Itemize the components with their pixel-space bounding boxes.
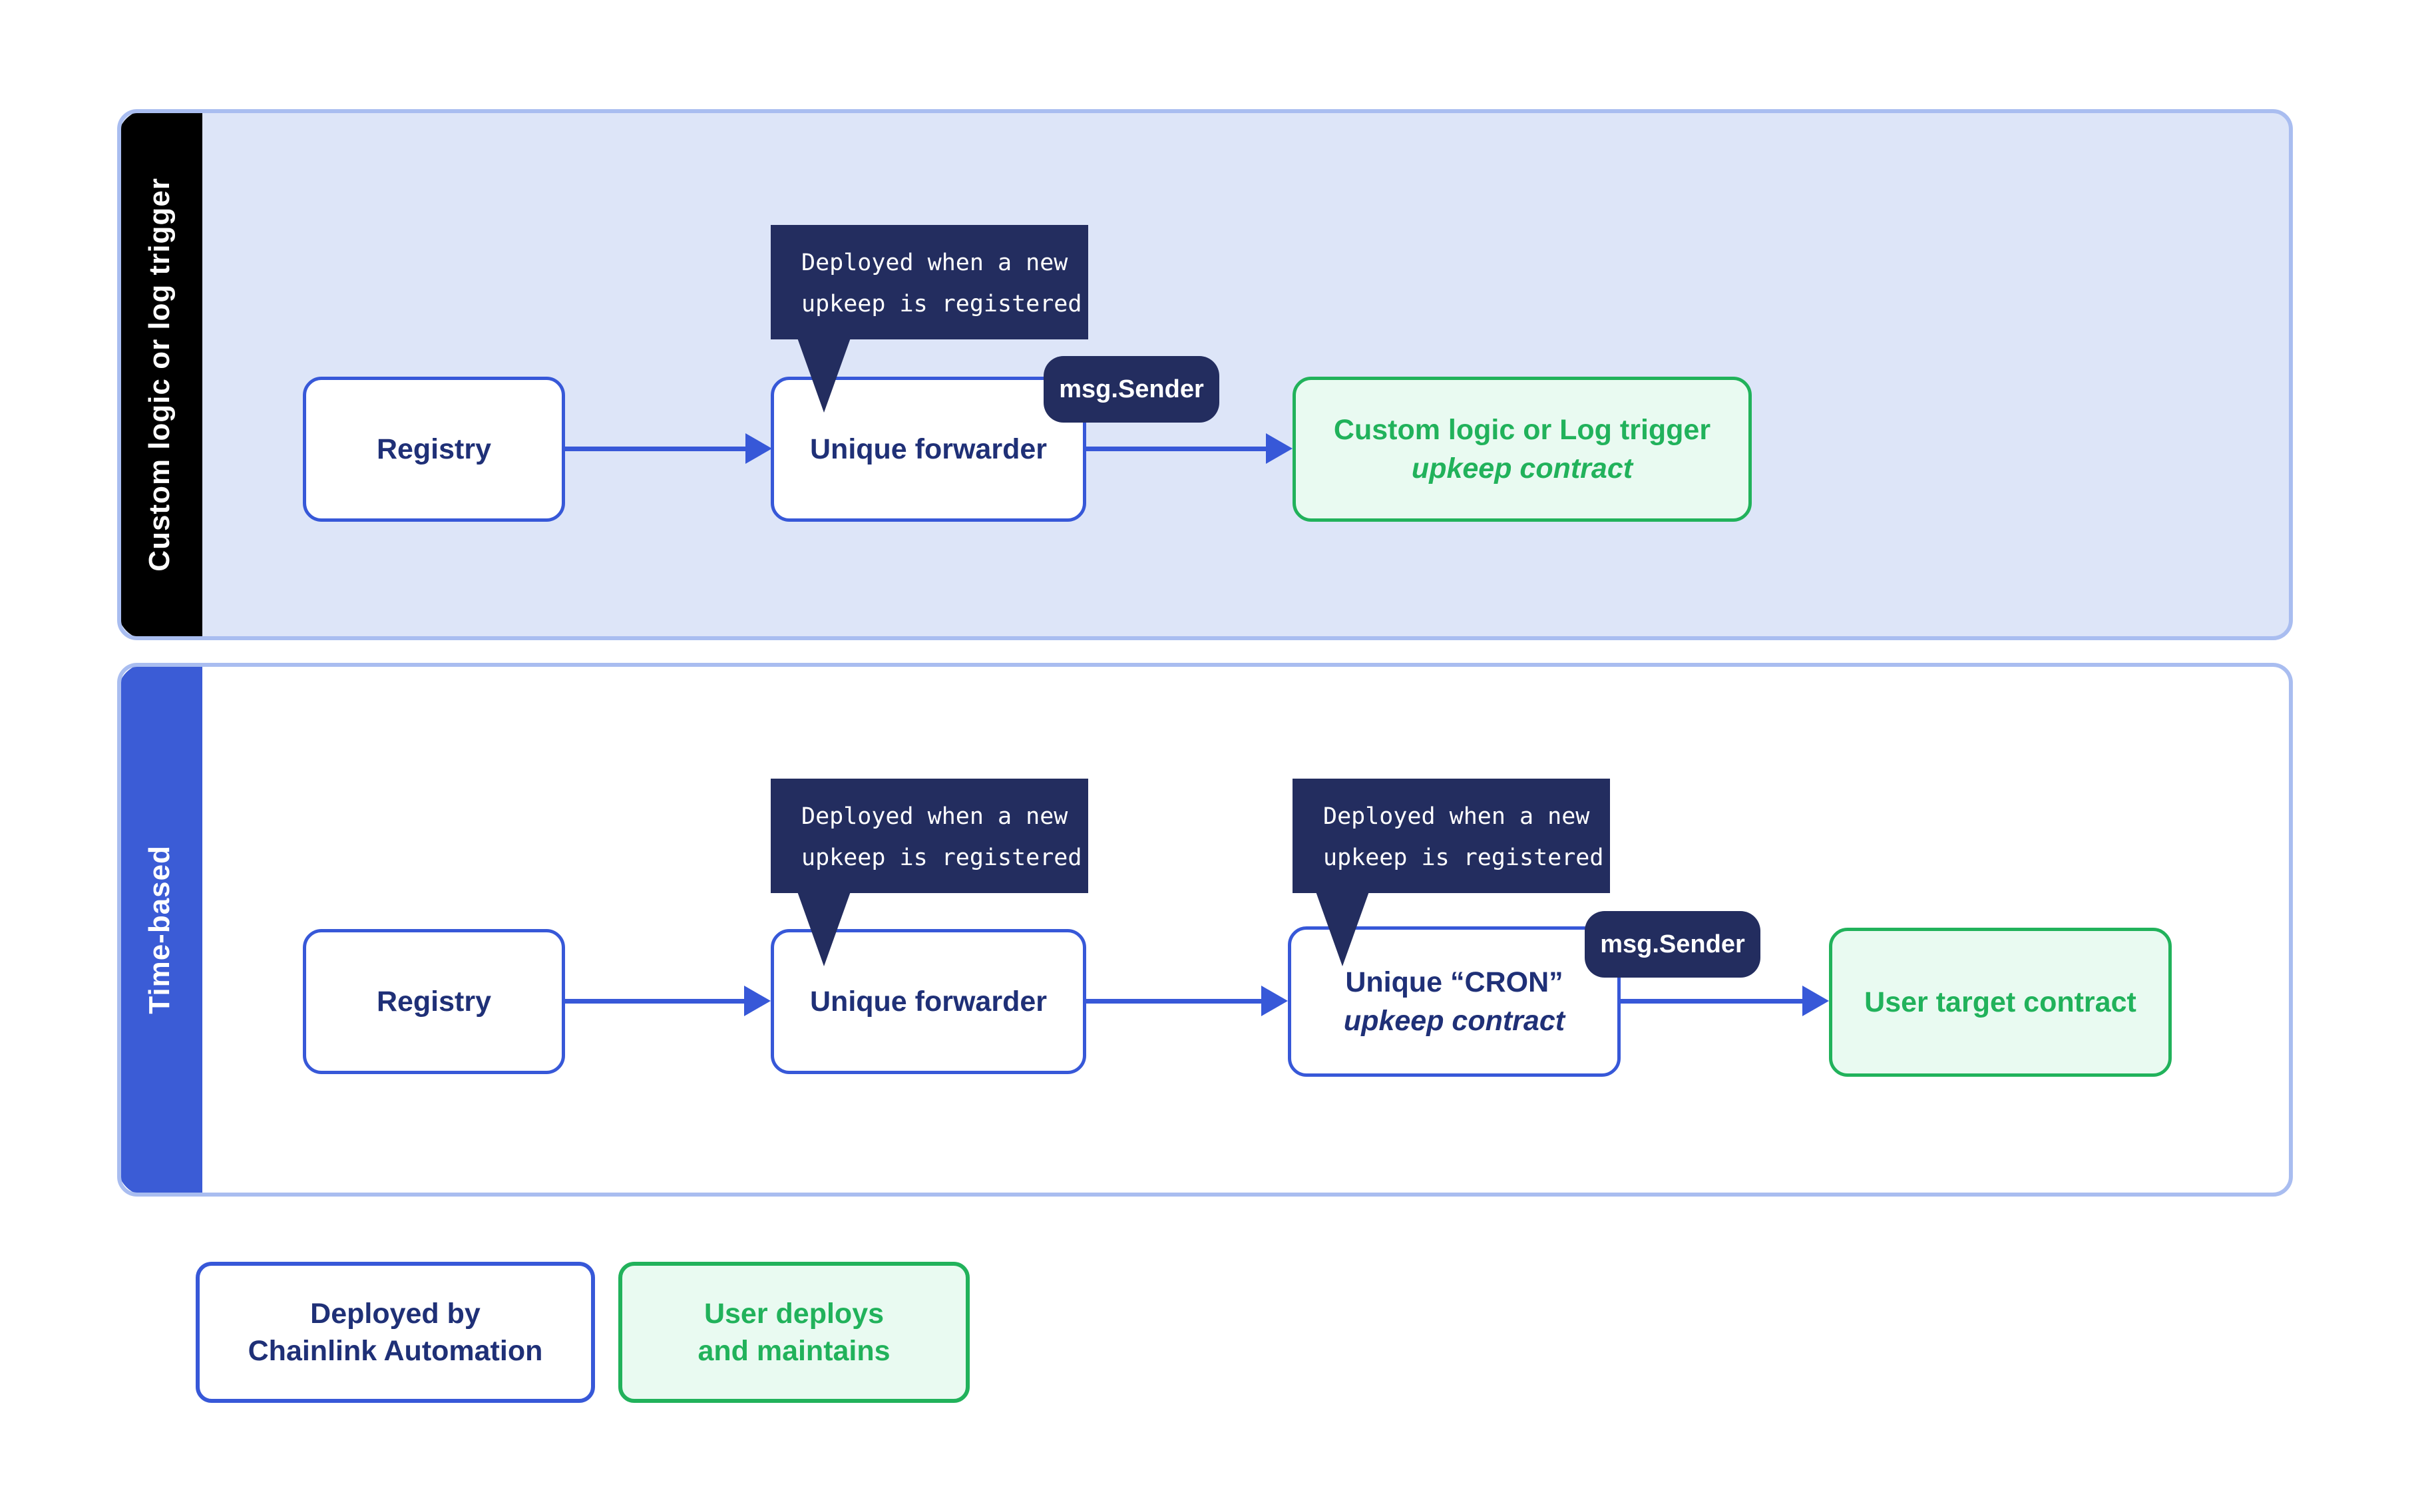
user-target-contract-box: User target contract — [1829, 928, 2172, 1077]
registry-box-custom: Registry — [303, 377, 565, 522]
arrow-head-icon — [1261, 986, 1288, 1016]
tooltip-line-1: Deployed when a new — [1323, 803, 1590, 830]
upkeep-contract-box-custom-line2: upkeep contract — [1411, 453, 1633, 484]
upkeep-contract-box-custom: Custom logic or Log trigger upkeep contr… — [1293, 377, 1752, 522]
lane-custom-logic-label: Custom logic or log trigger — [143, 178, 176, 572]
legend-deployed-by-chainlink: Deployed by Chainlink Automation — [196, 1262, 595, 1403]
lane-custom-logic-bar: Custom logic or log trigger — [121, 113, 202, 636]
tooltip-line-1: Deployed when a new — [801, 250, 1068, 276]
arrow-line — [1086, 446, 1266, 451]
cron-upkeep-box-line1: Unique “CRON” — [1345, 966, 1563, 998]
legend-user-deploys: User deploys and maintains — [618, 1262, 970, 1403]
cron-upkeep-box-time: Unique “CRON” upkeep contract — [1288, 926, 1621, 1077]
arrow-registry-to-forwarder-time — [565, 984, 771, 1018]
tooltip-line-2: upkeep is registered — [1323, 845, 1604, 871]
tooltip-line-2: upkeep is registered — [801, 291, 1082, 317]
legend-user-line2: and maintains — [698, 1335, 891, 1367]
tooltip-deployed-forwarder-time: Deployed when a new upkeep is registered — [771, 779, 1088, 893]
legend-user-line1: User deploys — [703, 1298, 885, 1330]
forwarder-box-custom-label: Unique forwarder — [810, 433, 1047, 465]
arrow-line — [565, 446, 745, 451]
legend-chainlink-line1: Deployed by — [310, 1298, 481, 1330]
arrow-forwarder-to-upkeep-custom — [1086, 431, 1293, 466]
registry-box-custom-label: Registry — [376, 433, 492, 465]
msg-sender-badge-time-label: msg.Sender — [1600, 930, 1745, 958]
lane-time-based-bar: Time-based — [121, 667, 202, 1193]
msg-sender-badge-custom: msg.Sender — [1044, 356, 1219, 423]
msg-sender-badge-time: msg.Sender — [1585, 911, 1760, 978]
forwarder-box-custom: Unique forwarder — [771, 377, 1086, 522]
arrow-cron-to-target-time — [1621, 984, 1829, 1018]
arrow-forwarder-to-cron-time — [1086, 984, 1288, 1018]
arrow-line — [1621, 998, 1802, 1004]
arrow-registry-to-forwarder-custom — [565, 431, 772, 466]
user-target-contract-label: User target contract — [1864, 986, 2136, 1018]
forwarder-box-time: Unique forwarder — [771, 929, 1086, 1074]
cron-upkeep-box-line2: upkeep contract — [1343, 1005, 1565, 1037]
forwarder-box-time-label: Unique forwarder — [810, 986, 1047, 1018]
tooltip-line-1: Deployed when a new — [801, 803, 1068, 830]
lane-time-based-label: Time-based — [143, 845, 176, 1014]
arrow-line — [1086, 998, 1261, 1004]
tooltip-deployed-cron-time: Deployed when a new upkeep is registered — [1293, 779, 1610, 893]
msg-sender-badge-custom-label: msg.Sender — [1059, 375, 1204, 403]
registry-box-time: Registry — [303, 929, 565, 1074]
registry-box-time-label: Registry — [376, 986, 492, 1018]
arrow-head-icon — [1266, 433, 1293, 464]
arrow-head-icon — [744, 986, 771, 1016]
arrow-head-icon — [1802, 986, 1829, 1016]
tooltip-deployed-custom: Deployed when a new upkeep is registered — [771, 225, 1088, 339]
arrow-line — [565, 998, 744, 1004]
tooltip-line-2: upkeep is registered — [801, 845, 1082, 871]
legend-chainlink-line2: Chainlink Automation — [248, 1335, 543, 1367]
upkeep-contract-box-custom-line1: Custom logic or Log trigger — [1333, 414, 1711, 446]
arrow-head-icon — [745, 433, 772, 464]
